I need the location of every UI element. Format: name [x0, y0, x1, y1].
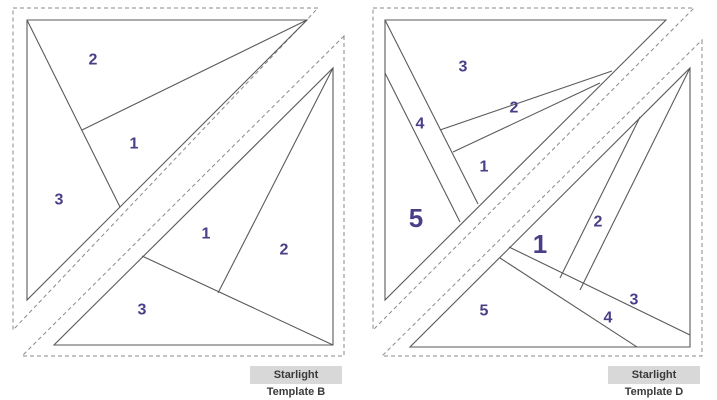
template-b-lower-seam-2: [141, 255, 334, 346]
template-d-pattern-name: Starlight: [631, 369, 677, 381]
template-b-lower-triangle: [52, 66, 334, 346]
template-b-upper-triangle: [26, 19, 309, 302]
template-b-upper-seam-1: [26, 19, 121, 208]
template-b-upper-seam-allowance: [12, 7, 320, 332]
template-b-piece-number: 3: [138, 302, 147, 319]
template-b-pattern-label: Starlight: [250, 366, 342, 384]
template-d-lower-seam-allowance: [380, 38, 703, 357]
template-d-piece-number: 2: [510, 100, 519, 117]
template-b-piece-number: 1: [202, 226, 211, 243]
template-d-piece-number: 3: [630, 292, 639, 309]
template-d-piece-number: 4: [604, 310, 613, 327]
template-d-piece-number: 1: [533, 229, 547, 259]
template-b-lower-seam-allowance: [20, 34, 345, 357]
template-d-piece-number: 5: [480, 303, 489, 320]
template-b-piece-number: 2: [89, 52, 98, 69]
template-d-upper-seam-2: [384, 19, 479, 205]
template-b-piece-number: 1: [130, 136, 139, 153]
template-d-lower-seam-1: [559, 116, 641, 279]
template-d-lower-triangle: [408, 66, 691, 348]
template-d-name: Template D: [624, 386, 684, 398]
template-d-lower-seam-3: [499, 257, 638, 348]
template-d-upper-seam-1: [384, 72, 461, 223]
template-b-pattern-name: Starlight: [273, 369, 319, 381]
template-d-upper-seam-allowance: [372, 7, 696, 332]
template-d-upper-seam-3: [439, 70, 613, 131]
template-d-lower-seam-4: [508, 246, 691, 336]
template-b-piece-number: 2: [280, 242, 289, 259]
template-b-name: Template B: [266, 386, 326, 398]
template-b-piece-number: 3: [55, 192, 64, 209]
template-d-diagram: 3 4 2 1 5 1 2 3 4 5: [372, 7, 703, 357]
template-d-piece-number: 3: [459, 59, 468, 76]
template-d-upper-triangle: [384, 19, 668, 302]
template-d-piece-number: 1: [480, 159, 489, 176]
template-b-diagram: 2 1 3 1 2 3: [12, 7, 345, 357]
template-d-upper-seam-4: [452, 82, 601, 153]
template-b-lower-seam-1: [217, 67, 334, 294]
template-d-pattern-label: Starlight: [608, 366, 700, 384]
template-d-piece-number: 4: [416, 116, 425, 133]
template-b-upper-seam-2: [81, 19, 308, 131]
template-d-piece-number: 5: [409, 203, 423, 233]
template-d-lower-seam-2: [579, 67, 691, 291]
template-d-piece-number: 2: [594, 214, 603, 231]
